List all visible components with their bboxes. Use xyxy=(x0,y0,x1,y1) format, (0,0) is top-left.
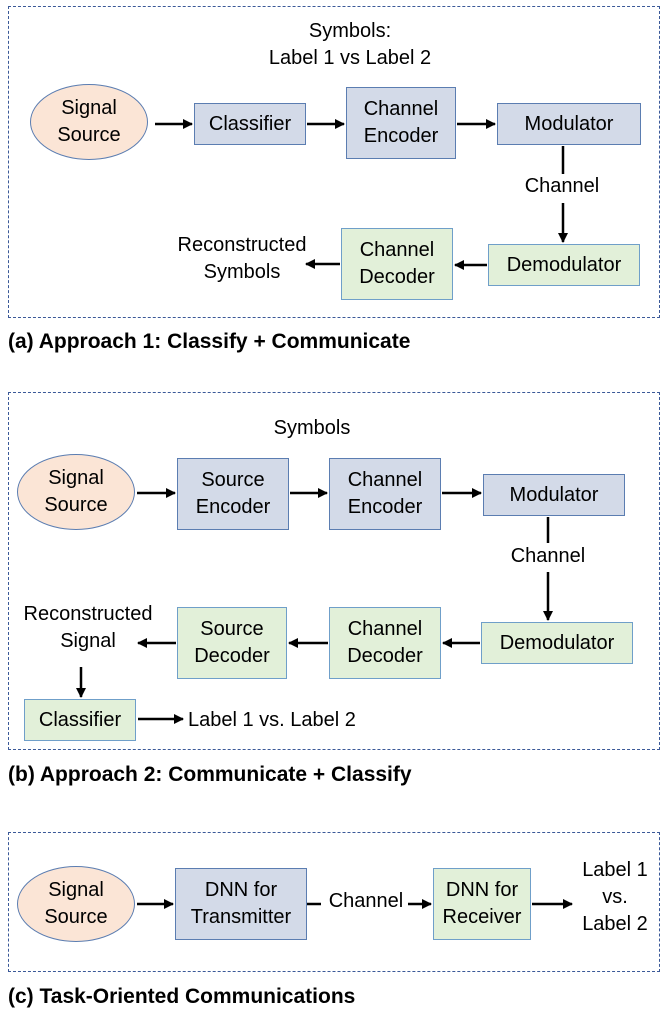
panel-b-source-decoder-block: Source Decoder xyxy=(177,607,287,679)
panel-a-modulator-block: Modulator xyxy=(497,103,641,145)
panel-b-signal-source: Signal Source xyxy=(17,454,135,530)
panel-b-reconstructed-label: Reconstructed Signal xyxy=(23,603,153,652)
panel-a-frame xyxy=(8,6,660,318)
panel-a-signal-source: Signal Source xyxy=(30,84,148,160)
panel-c-frame xyxy=(8,832,660,972)
panel-a-classifier-block: Classifier xyxy=(194,103,306,145)
panel-b-demodulator-block: Demodulator xyxy=(481,622,633,664)
panel-c-transmitter-block: DNN for Transmitter xyxy=(175,868,307,940)
panel-c-signal-source: Signal Source xyxy=(17,866,135,942)
panel-a-output-label: Reconstructed Symbols xyxy=(177,234,307,283)
panel-a-demodulator-block: Demodulator xyxy=(488,244,640,286)
panel-a-caption: (a) Approach 1: Classify + Communicate xyxy=(8,330,411,353)
panel-b-channel-label: Channel xyxy=(510,545,586,567)
panel-b-source-encoder-block: Source Encoder xyxy=(177,458,289,530)
panel-b-channel-encoder-block: Channel Encoder xyxy=(329,458,441,530)
panel-b-classifier-block: Classifier xyxy=(24,699,136,741)
panel-b-modulator-block: Modulator xyxy=(483,474,625,516)
panel-a-channel-decoder-block: Channel Decoder xyxy=(341,228,453,300)
panel-c-receiver-block: DNN for Receiver xyxy=(433,868,531,940)
panel-a-channel-label: Channel xyxy=(524,175,600,197)
panel-b-symbols-label: Symbols xyxy=(273,417,351,439)
panel-b-channel-decoder-block: Channel Decoder xyxy=(329,607,441,679)
panel-c-caption: (c) Task-Oriented Communications xyxy=(8,985,356,1008)
panel-b-frame xyxy=(8,392,660,750)
panel-c-output-label: Label 1 vs. Label 2 xyxy=(582,859,648,935)
panel-a-symbols-label: Symbols: Label 1 vs Label 2 xyxy=(268,20,432,69)
panel-b-caption: (b) Approach 2: Communicate + Classify xyxy=(8,763,412,786)
panel-c-channel-label: Channel xyxy=(328,890,404,912)
panel-b-output-label: Label 1 vs. Label 2 xyxy=(188,709,356,731)
panel-a-channel-encoder-block: Channel Encoder xyxy=(346,87,456,159)
